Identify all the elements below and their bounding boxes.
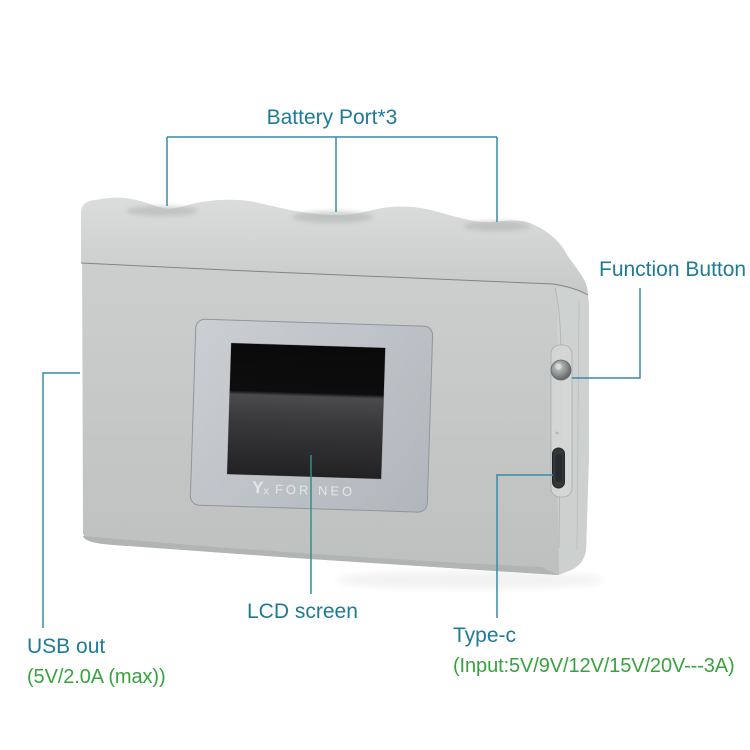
side-inner-edge — [576, 299, 580, 551]
type-c-label: Type-c — [453, 624, 517, 647]
usb-out-spec: (5V/2.0A (max)) — [27, 666, 166, 688]
function-button-pointer — [572, 288, 641, 379]
device-lid — [81, 197, 588, 294]
usb-out-pointer — [42, 372, 80, 628]
battery-slot-recess — [464, 221, 530, 231]
battery-port-label: Battery Port*3 — [266, 106, 398, 129]
type-c-spec: (Input:5V/9V/12V/15V/20V---3A) — [453, 655, 735, 677]
led-pinhole — [555, 431, 559, 435]
type-c-label-group: Type-c (Input:5V/9V/12V/15V/20V---3A) — [453, 620, 735, 682]
lid-seam — [80, 262, 589, 296]
battery-port-bracket — [166, 136, 498, 222]
type-c-pointer — [496, 474, 553, 618]
lcd-screen — [226, 342, 386, 480]
ground-shadow — [335, 571, 605, 589]
device-bottom-face — [83, 536, 558, 575]
function-button — [550, 359, 572, 381]
usb-out-label-group: USB out (5V/2.0A (max)) — [27, 631, 166, 693]
battery-slot-recess — [293, 211, 373, 223]
type-c-port-inner — [555, 454, 562, 482]
battery-slot-recess — [126, 206, 198, 216]
usb-out-label: USB out — [27, 635, 106, 658]
function-button-highlight — [555, 363, 562, 370]
function-button-label: Function Button — [599, 258, 747, 281]
lcd-screen-label: LCD screen — [247, 600, 358, 623]
